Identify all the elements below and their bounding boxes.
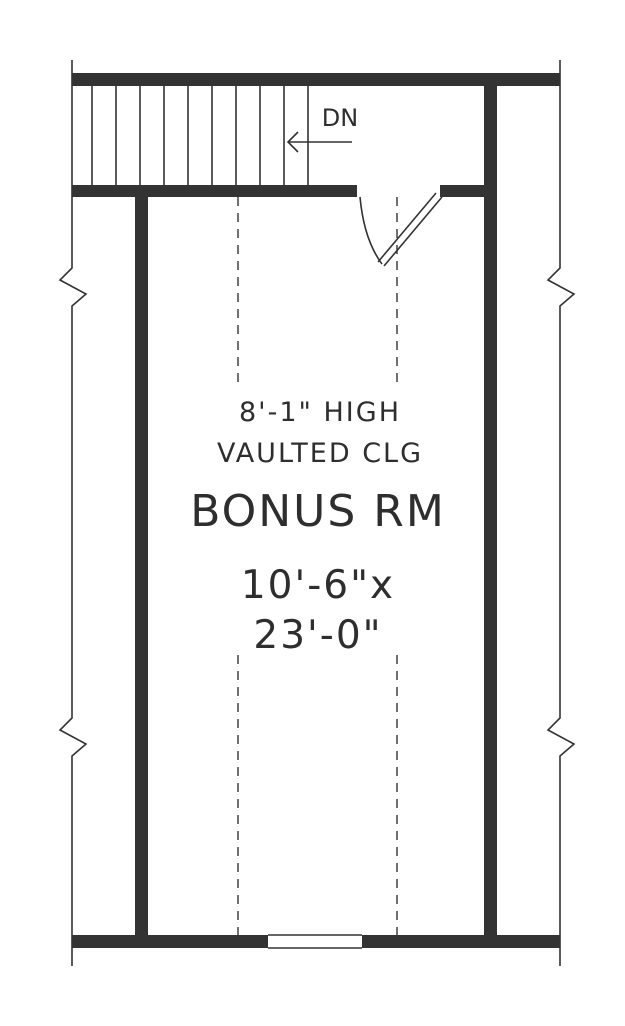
- room-name-label: BONUS RM: [190, 486, 446, 537]
- door-icon: [359, 192, 443, 267]
- stair-treads: [91, 86, 309, 186]
- stair-wall: [72, 185, 357, 197]
- bottom-wall-left: [72, 935, 268, 948]
- right-wall: [484, 86, 497, 940]
- door-wall-right: [440, 185, 496, 197]
- room-width-label: 10'-6"x: [241, 563, 395, 608]
- ceiling-type-label: VAULTED CLG: [217, 438, 423, 469]
- stair-direction-arrow-icon: [286, 131, 352, 153]
- room-length-label: 23'-0": [253, 613, 382, 658]
- window-icon: [268, 934, 362, 949]
- left-extension-line: [58, 60, 88, 966]
- right-extension-line: [546, 60, 576, 966]
- left-wall: [135, 197, 148, 940]
- bottom-wall-right: [362, 935, 560, 948]
- top-wall: [72, 73, 560, 86]
- ceiling-height-label: 8'-1" HIGH: [239, 397, 401, 428]
- stair: DN: [91, 86, 358, 186]
- stair-direction-label: DN: [322, 104, 358, 132]
